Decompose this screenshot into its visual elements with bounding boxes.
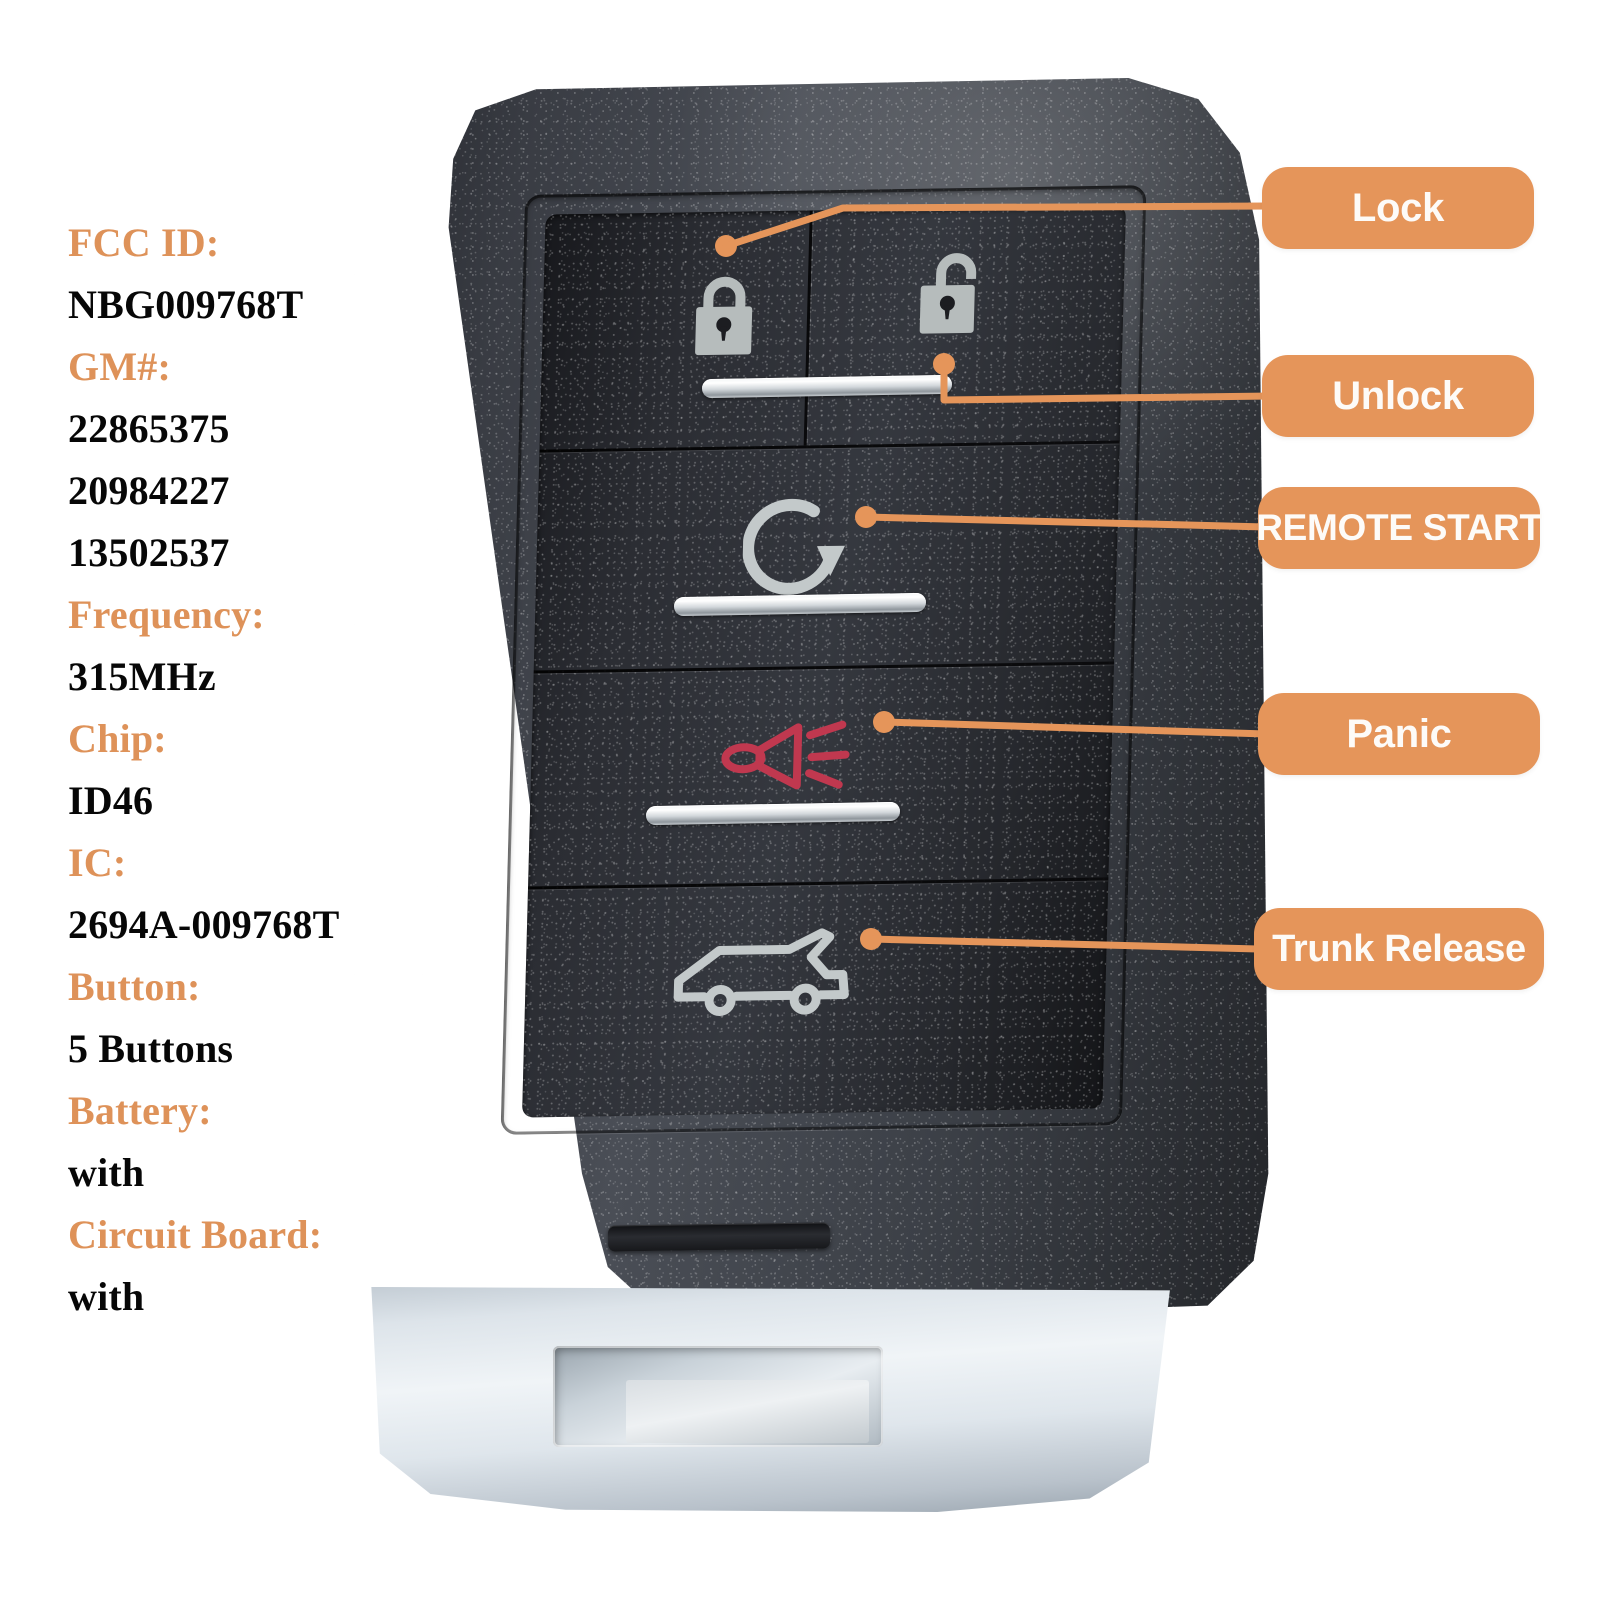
callout-remote-start[interactable]: REMOTE START [1256, 487, 1542, 569]
trunk-release-button[interactable] [670, 922, 857, 1023]
spec-label-chip: Chip: [68, 716, 167, 761]
spec-row-button: Button: 5 Buttons [68, 956, 428, 1080]
horn-icon [721, 720, 851, 790]
spec-value-chip: ID46 [68, 778, 154, 823]
callout-label-unlock: Unlock [1332, 373, 1464, 418]
fob-keyring-nub [607, 1222, 831, 1252]
spec-value-circuit-board: with [68, 1274, 145, 1319]
spec-label-button: Button: [68, 964, 201, 1009]
remote-start-button[interactable] [741, 494, 862, 608]
spec-label-gm-number: GM#: [68, 344, 171, 389]
lock-button[interactable] [687, 274, 761, 361]
spec-value-ic: 2694A-009768T [68, 902, 340, 947]
spec-row-gm-number: GM#: 22865375 20984227 13502537 [68, 336, 428, 584]
callout-trunk-release[interactable]: Trunk Release [1254, 908, 1544, 990]
key-fob-body [352, 78, 1272, 1323]
callout-label-trunk-release: Trunk Release [1272, 927, 1526, 970]
spec-value-fcc-id: NBG009768T [68, 282, 304, 327]
spec-label-frequency: Frequency: [68, 592, 265, 637]
spec-row-battery: Battery: with [68, 1080, 428, 1204]
unlock-button[interactable] [908, 248, 986, 341]
specification-list: FCC ID: NBG009768T GM#: 22865375 2098422… [68, 212, 428, 1328]
spec-row-chip: Chip: ID46 [68, 708, 428, 832]
chrome-divider-bar-1 [701, 374, 952, 398]
spec-label-battery: Battery: [68, 1088, 212, 1133]
spec-value-battery: with [68, 1150, 145, 1195]
spec-row-fcc-id: FCC ID: NBG009768T [68, 212, 428, 336]
spec-row-circuit-board: Circuit Board: with [68, 1204, 428, 1328]
callout-lock[interactable]: Lock [1262, 167, 1534, 249]
chrome-divider-bar-2 [673, 592, 927, 616]
spec-value-button: 5 Buttons [68, 1026, 234, 1071]
spec-value-frequency: 315MHz [68, 654, 216, 699]
callout-label-remote-start: REMOTE START [1256, 507, 1542, 548]
spec-label-fcc-id: FCC ID: [68, 220, 220, 265]
spec-label-ic: IC: [68, 840, 127, 885]
fob-chrome-base-cap [371, 1287, 1170, 1512]
circular-arrow-icon [742, 499, 845, 596]
fob-keyring-slot [553, 1345, 883, 1447]
fob-button-panel [522, 205, 1126, 1118]
spec-label-circuit-board: Circuit Board: [68, 1212, 323, 1257]
fob-keyring-slot-inner [625, 1379, 870, 1443]
panic-button[interactable] [719, 710, 871, 798]
spec-row-ic: IC: 2694A-009768T [68, 832, 428, 956]
spec-row-frequency: Frequency: 315MHz [68, 584, 428, 708]
callout-label-panic: Panic [1346, 711, 1452, 756]
spec-value-gm-number-2: 20984227 [68, 468, 230, 513]
spec-value-gm-number-3: 13502537 [68, 530, 230, 575]
padlock-closed-icon [695, 276, 753, 356]
spec-value-gm-number-1: 22865375 [68, 406, 230, 451]
car-hatch-icon [673, 928, 849, 1016]
callout-label-lock: Lock [1351, 185, 1445, 230]
callout-unlock[interactable]: Unlock [1262, 355, 1534, 437]
padlock-open-icon [919, 252, 977, 334]
callout-panic[interactable]: Panic [1258, 693, 1540, 775]
